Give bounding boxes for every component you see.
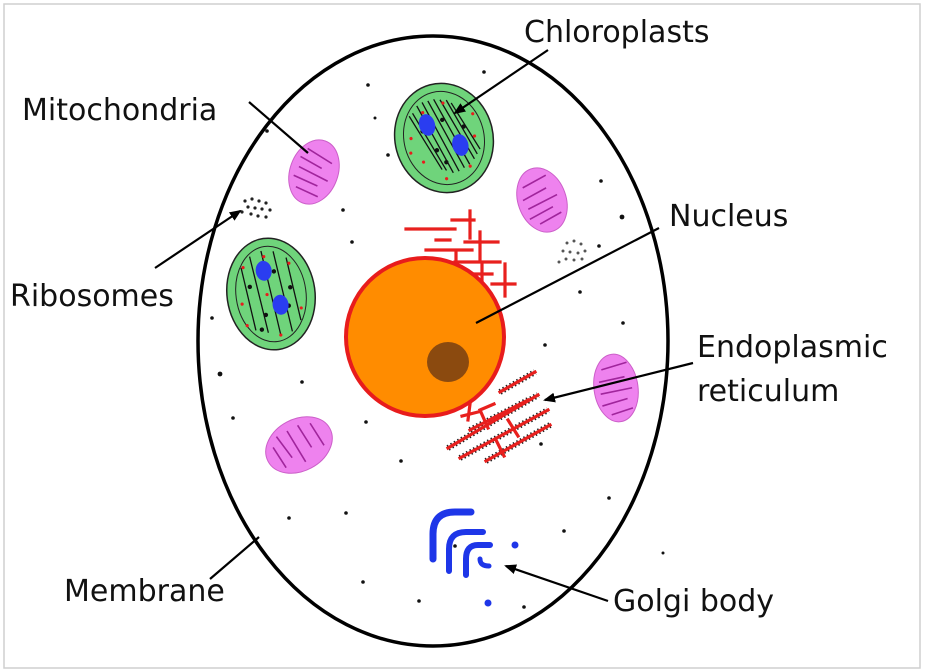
er-label-line2: reticulum [697, 374, 839, 409]
nucleolus [427, 342, 469, 382]
chloroplasts-label: Chloroplasts [524, 15, 709, 50]
mitochondrion [516, 167, 568, 233]
chloroplasts-pointer [453, 49, 549, 115]
golgi-pointer [504, 564, 609, 603]
membrane-pointer [209, 536, 260, 580]
mitochondrion [265, 416, 333, 474]
ribosomes-pointer [154, 209, 242, 269]
cytoplasm-dots [210, 70, 665, 609]
mitochondrion [288, 139, 340, 205]
er-pointer [543, 361, 694, 403]
membrane-label: Membrane [64, 574, 225, 609]
chloroplast [225, 237, 317, 351]
chloroplast [393, 82, 495, 194]
golgi-body [429, 508, 519, 607]
er-label-line1: Endoplasmic [697, 330, 888, 365]
smooth-er [404, 209, 517, 298]
nucleus-pointer [475, 227, 660, 324]
mitochondria-label: Mitochondria [22, 93, 217, 128]
nucleus [344, 256, 506, 418]
rough-er [445, 369, 553, 464]
mitochondria-pointer [248, 101, 309, 154]
ribosome-cluster [557, 239, 587, 264]
ribosomes-label: Ribosomes [10, 279, 174, 314]
golgi-label: Golgi body [613, 584, 774, 619]
nucleus-label: Nucleus [669, 199, 788, 234]
mitochondrion [593, 353, 639, 423]
